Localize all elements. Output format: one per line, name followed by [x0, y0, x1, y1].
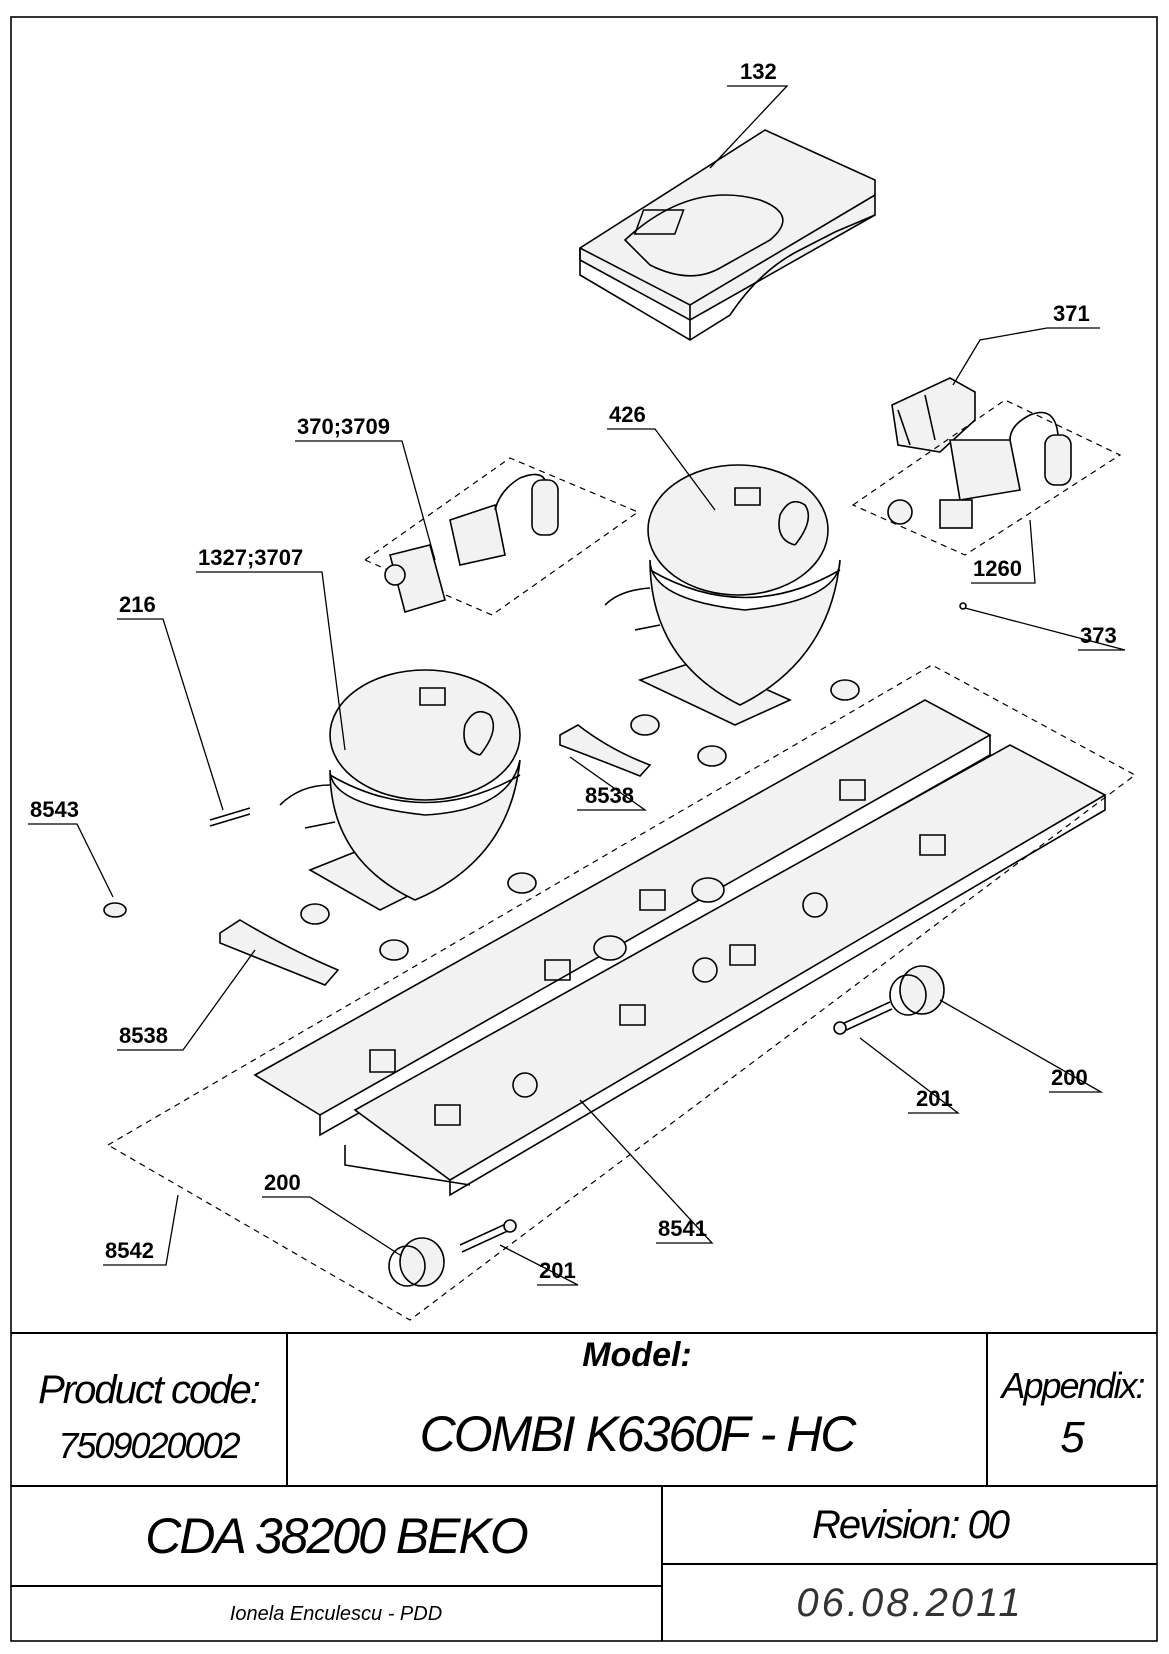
label-201-right: 201	[916, 1086, 953, 1111]
title-block-divider-2	[986, 1332, 988, 1485]
part-426-compressor-right	[604, 464, 841, 726]
part-200-foot-right	[889, 965, 945, 1016]
label-373: 373	[1080, 623, 1117, 648]
part-201-bolt-right	[833, 1001, 893, 1035]
part-216-tube	[209, 807, 251, 827]
title-block-divider-1	[286, 1332, 288, 1485]
document-name: CDA 38200 BEKO	[145, 1508, 528, 1564]
label-1260: 1260	[973, 556, 1022, 581]
grommets	[300, 679, 860, 961]
model-value: COMBI K6360F - HC	[419, 1406, 857, 1462]
part-8538-plate-lower	[219, 919, 340, 986]
label-8543: 8543	[30, 797, 79, 822]
part-370-relay-group	[363, 457, 640, 616]
part-200-foot-left	[388, 1237, 445, 1287]
product-code-cell: Product code: 7509020002	[11, 1332, 286, 1485]
author: Ionela Enculescu - PDD	[229, 1602, 443, 1625]
model-cell: Model: COMBI K6360F - HC	[288, 1332, 986, 1485]
leader-lines	[28, 85, 1126, 1286]
part-1260-relay-group	[851, 399, 1122, 556]
part-8543-cap	[103, 902, 127, 918]
date-cell: 06.08.2011	[663, 1565, 1157, 1641]
title-block-author-rule	[11, 1585, 661, 1587]
title-block-top-rule	[11, 1332, 1157, 1334]
title-block: Product code: 7509020002 Model: COMBI K6…	[11, 1332, 1157, 1641]
part-8538-plate-upper	[559, 724, 652, 777]
label-371: 371	[1053, 301, 1090, 326]
revision: Revision: 00	[811, 1502, 1010, 1547]
label-200-left: 200	[264, 1170, 301, 1195]
part-1327-compressor-left	[279, 669, 521, 911]
product-code-label: Product code:	[38, 1368, 261, 1412]
part-201-bolt-left	[459, 1219, 517, 1253]
appendix-cell: Appendix: 5	[988, 1332, 1157, 1485]
part-132-cover-tray	[579, 129, 876, 341]
model-label: Model:	[582, 1336, 692, 1374]
revision-cell: Revision: 00	[663, 1487, 1157, 1563]
author-cell: Ionela Enculescu - PDD	[11, 1587, 661, 1641]
label-8542: 8542	[105, 1238, 154, 1263]
part-labels: 132 371 370;3709 426 1327;3707 216 1260 …	[30, 59, 1117, 1283]
label-200-right: 200	[1051, 1065, 1088, 1090]
title-block-middle-rule	[11, 1485, 1157, 1487]
label-370-3709: 370;3709	[297, 414, 390, 439]
date: 06.08.2011	[796, 1580, 1024, 1625]
label-1327-3707: 1327;3707	[198, 545, 303, 570]
title-block-date-rule	[661, 1563, 1157, 1565]
part-373-screw	[959, 602, 967, 610]
sheet-border	[10, 16, 1158, 1642]
appendix-value: 5	[1060, 1412, 1085, 1462]
label-8538-lower: 8538	[119, 1023, 168, 1048]
title-block-divider-3	[661, 1485, 663, 1641]
part-8541-base-rails	[253, 699, 1107, 1197]
label-8541: 8541	[658, 1216, 707, 1241]
label-201-left: 201	[539, 1258, 576, 1283]
product-code-value: 7509020002	[58, 1425, 240, 1466]
label-216: 216	[119, 592, 156, 617]
label-8538-upper: 8538	[585, 783, 634, 808]
label-426: 426	[609, 402, 646, 427]
label-132: 132	[740, 59, 777, 84]
appendix-label: Appendix:	[1001, 1364, 1145, 1406]
document-name-cell: CDA 38200 BEKO	[11, 1487, 661, 1585]
